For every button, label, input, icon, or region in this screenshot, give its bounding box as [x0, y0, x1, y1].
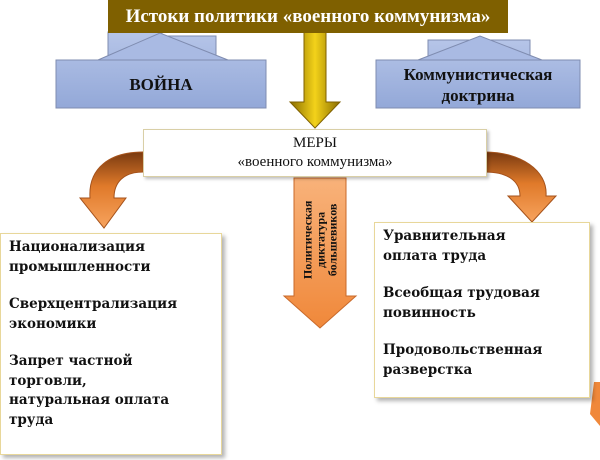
measures-title: МЕРЫ [293, 134, 337, 151]
right-measures-list: Уравнительная оплата труда Всеобщая труд… [374, 222, 590, 398]
measures-subtitle: «военного коммунизма» [237, 154, 393, 170]
title-text: Истоки политики «военного коммунизма» [125, 5, 491, 27]
measures-box: МЕРЫ «военного коммунизма» [143, 129, 487, 177]
gold-down-arrow [288, 29, 342, 129]
war-arrow-head [97, 32, 229, 61]
left-curved-arrow [78, 151, 144, 229]
war-up-arrow [55, 31, 267, 109]
doctrine-arrow-head [417, 35, 543, 61]
dictatorship-down-arrow [282, 177, 358, 329]
war-label: ВОЙНА [129, 75, 193, 94]
left-measures-list: Национализация промышленности Сверхцентр… [0, 233, 222, 455]
doctrine-label: Коммунистическая доктрина [403, 64, 553, 105]
list-item: Национализация промышленности [9, 239, 151, 275]
dictatorship-label: Политическая диктатура большевиков [300, 200, 340, 280]
edge-partial-arrow [590, 382, 600, 426]
list-item: Всеобщая трудовая повинность [383, 285, 540, 321]
right-curved-arrow [484, 151, 558, 223]
dictatorship-label-box: Политическая диктатура большевиков [294, 186, 346, 294]
list-item: Уравнительная оплата труда [383, 228, 506, 264]
title-banner: Истоки политики «военного коммунизма» [108, 0, 508, 33]
list-item: Продовольственная разверстка [383, 342, 543, 378]
list-item: Запрет частной торговли, натуральная опл… [9, 353, 170, 428]
list-item: Сверхцентрализация экономики [9, 296, 178, 332]
